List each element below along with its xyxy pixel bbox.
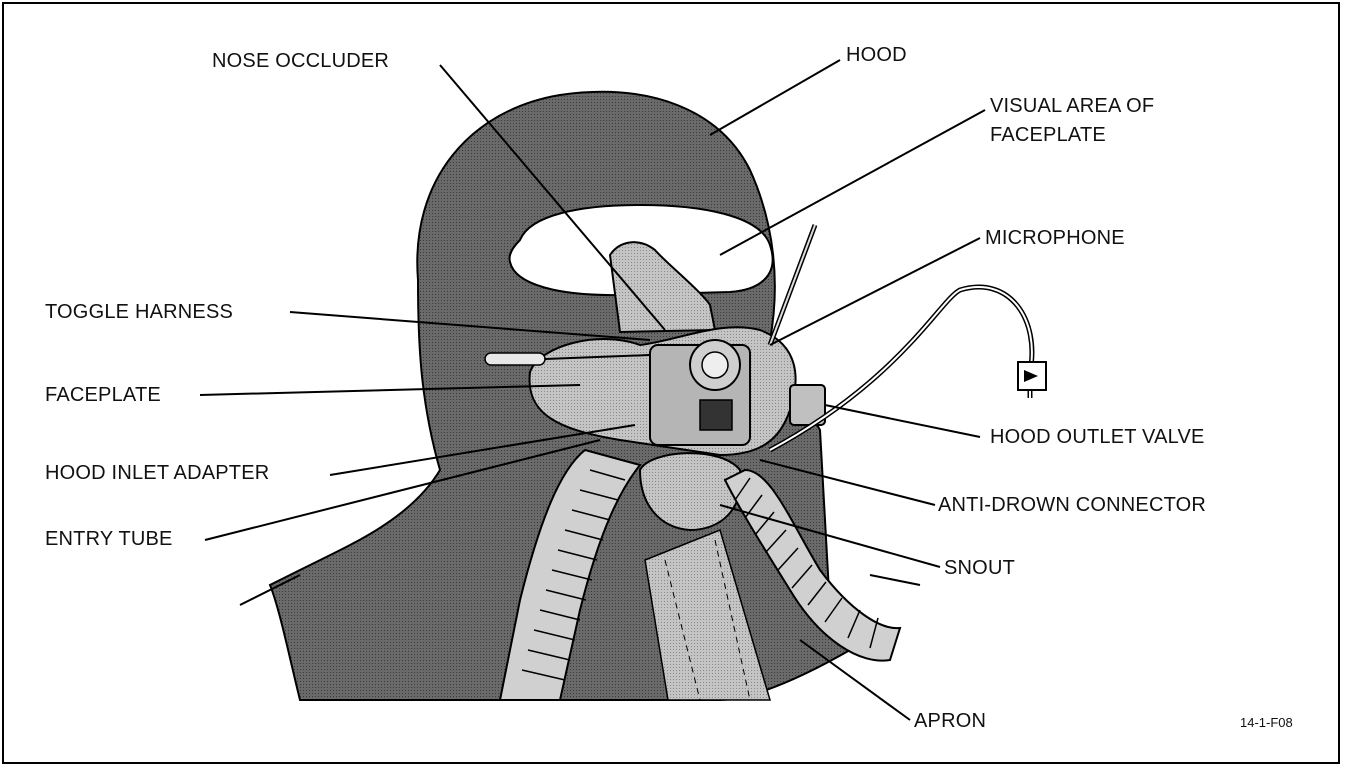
label-hood-outlet-valve: HOOD OUTLET VALVE [990, 426, 1205, 448]
label-hood: HOOD [846, 44, 907, 66]
label-visual-area-line1: VISUAL AREA OF [990, 95, 1154, 117]
label-visual-area-line2: FACEPLATE [990, 124, 1106, 146]
label-faceplate: FACEPLATE [45, 384, 161, 406]
label-entry-tube: ENTRY TUBE [45, 528, 173, 550]
label-nose-occluder: NOSE OCCLUDER [212, 50, 389, 72]
label-apron: APRON [914, 710, 986, 732]
figure-id: 14-1-F08 [1240, 715, 1293, 730]
leader-hood [710, 60, 840, 135]
label-microphone: MICROPHONE [985, 227, 1125, 249]
label-hood-inlet-adapter: HOOD INLET ADAPTER [45, 462, 269, 484]
leader-hood-outlet [825, 405, 980, 437]
label-snout: SNOUT [944, 557, 1015, 579]
label-anti-drown-connector: ANTI-DROWN CONNECTOR [938, 494, 1206, 516]
label-toggle-harness: TOGGLE HARNESS [45, 301, 233, 323]
leader-visual-area [720, 110, 985, 255]
